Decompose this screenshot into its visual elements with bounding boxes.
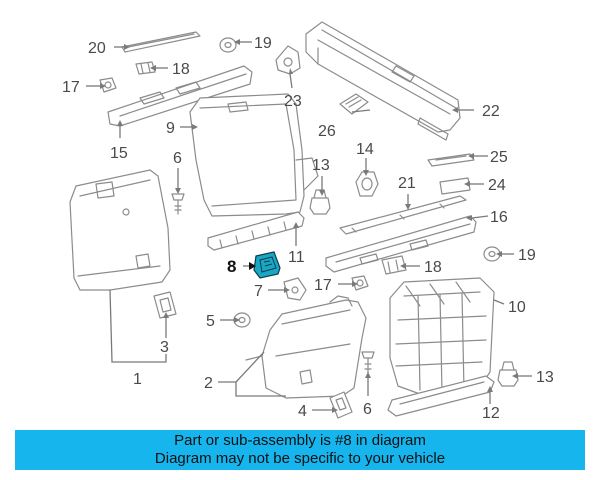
label-part-19-top: 19 xyxy=(254,35,272,52)
label-part-10: 10 xyxy=(508,299,526,316)
label-part-3: 3 xyxy=(160,339,169,356)
label-part-24: 24 xyxy=(488,177,506,194)
part-18-bracket-right xyxy=(381,255,407,275)
label-part-17-right: 17 xyxy=(314,277,332,294)
part-17-clip-top xyxy=(99,77,117,93)
part-22-tonneau-cover xyxy=(305,21,461,141)
label-part-18-top: 18 xyxy=(172,61,190,78)
part-1-side-panel xyxy=(69,169,171,291)
part-14-lamp xyxy=(355,171,379,197)
part-23-latch-bracket xyxy=(275,45,301,75)
part-25-handle xyxy=(427,153,475,167)
label-part-4: 4 xyxy=(298,403,307,420)
label-part-8-highlighted: 8 xyxy=(227,257,236,276)
part-8-highlighted xyxy=(253,251,281,279)
label-part-14: 14 xyxy=(356,141,374,158)
leader-lines xyxy=(86,41,532,411)
label-part-9: 9 xyxy=(166,120,175,137)
info-banner: Part or sub-assembly is #8 in diagram Di… xyxy=(15,430,585,470)
part-7-bracket xyxy=(283,277,307,301)
part-17-clip-right xyxy=(351,275,369,291)
part-21-upper-rail xyxy=(339,195,467,235)
label-part-7: 7 xyxy=(254,283,263,300)
part-13-nut-right xyxy=(497,361,519,387)
part-26-vent xyxy=(339,93,369,115)
label-part-2: 2 xyxy=(204,375,213,392)
part-18-bracket-top xyxy=(135,61,156,75)
part-10-storage-box xyxy=(389,277,495,395)
label-part-6-top: 6 xyxy=(173,150,182,167)
part-9-quarter-panel-upper xyxy=(189,93,319,217)
part-19-clip-top xyxy=(219,37,237,53)
part-13-grommet-top xyxy=(309,189,331,215)
label-part-17-top: 17 xyxy=(62,79,80,96)
label-part-1: 1 xyxy=(133,371,142,388)
part-11-rail-bracket xyxy=(207,211,305,251)
label-part-18-right: 18 xyxy=(424,259,442,276)
label-part-13-right: 13 xyxy=(536,369,554,386)
banner-line-1: Part or sub-assembly is #8 in diagram xyxy=(174,432,426,449)
part-6-pin-bottom xyxy=(361,351,375,377)
label-part-25: 25 xyxy=(490,149,508,166)
label-part-20: 20 xyxy=(88,40,106,57)
part-2-lower-quarter-panel xyxy=(245,295,367,399)
label-part-22: 22 xyxy=(482,103,500,120)
part-20-trim-strip xyxy=(121,31,201,53)
label-part-5: 5 xyxy=(206,313,215,330)
part-6-pin-top xyxy=(171,193,185,215)
arrowheads xyxy=(100,39,518,413)
banner-line-2: Diagram may not be specific to your vehi… xyxy=(154,450,446,467)
label-part-26: 26 xyxy=(318,123,336,140)
label-part-13-top: 13 xyxy=(312,157,330,174)
label-part-16: 16 xyxy=(490,209,508,226)
part-24-plate xyxy=(439,177,471,195)
parts-diagram: 20 19 18 17 15 23 22 26 9 6 13 14 25 24 … xyxy=(62,21,554,422)
part-15-sill-trim xyxy=(107,65,253,127)
label-part-12: 12 xyxy=(482,405,500,422)
label-part-11: 11 xyxy=(288,249,305,266)
label-part-6-bottom: 6 xyxy=(363,401,372,418)
part-3-hook xyxy=(153,291,177,319)
label-part-23: 23 xyxy=(284,93,302,110)
label-part-15: 15 xyxy=(110,145,128,162)
part-4-hook xyxy=(329,391,353,419)
label-part-21: 21 xyxy=(398,175,416,192)
label-part-19-right: 19 xyxy=(518,247,536,264)
